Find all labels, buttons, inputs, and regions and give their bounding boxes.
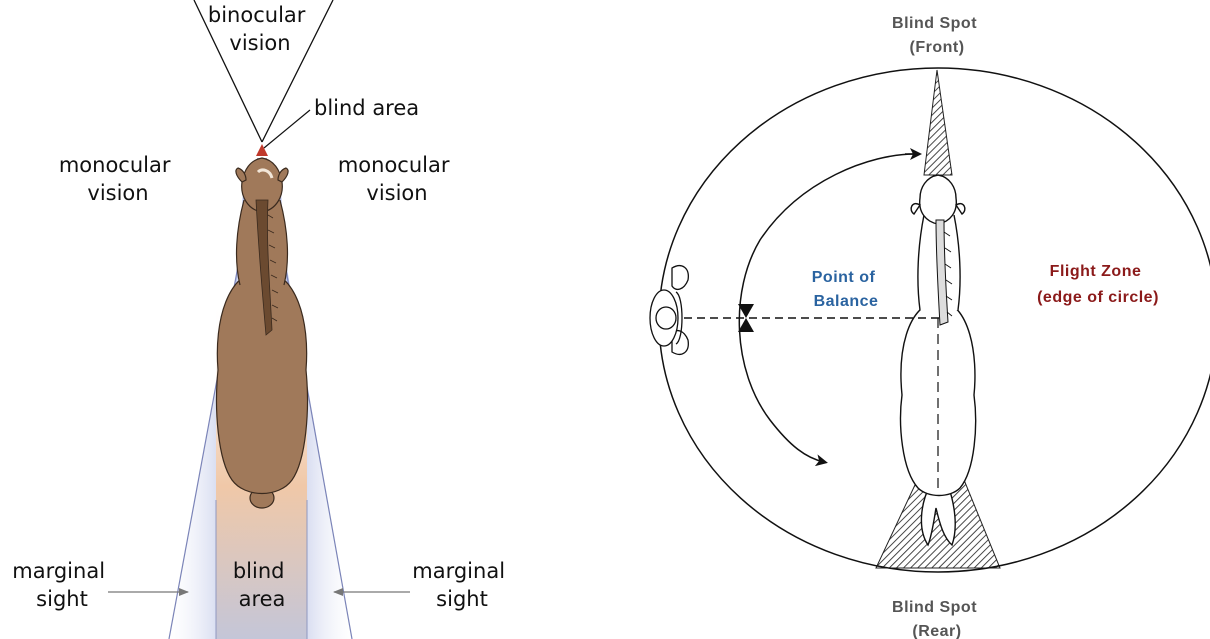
blind-spot-front-wedge xyxy=(924,70,952,175)
label-blind-spot-front: Blind Spot (Front) xyxy=(892,15,982,56)
label-marginal-sight-left: marginal sight xyxy=(12,559,111,611)
horse-top-view-brown xyxy=(217,158,308,508)
left-vision-diagram: binocular vision blind area monocular vi… xyxy=(12,0,511,639)
label-flight-zone: Flight Zone (edge of circle) xyxy=(1037,263,1159,306)
blind-area-pointer xyxy=(264,110,310,148)
label-point-of-balance: Point of Balance xyxy=(812,269,881,310)
label-binocular-vision: binocular vision xyxy=(208,3,312,55)
handler-top-view xyxy=(650,266,688,355)
label-blind-spot-rear: Blind Spot (Rear) xyxy=(892,599,982,639)
label-marginal-sight-right: marginal sight xyxy=(412,559,511,611)
right-flight-zone-diagram: Blind Spot (Front) Blind Spot (Rear) Poi… xyxy=(650,15,1210,639)
label-monocular-right: monocular vision xyxy=(338,153,456,205)
label-blind-area-top: blind area xyxy=(314,96,419,120)
label-monocular-left: monocular vision xyxy=(59,153,177,205)
